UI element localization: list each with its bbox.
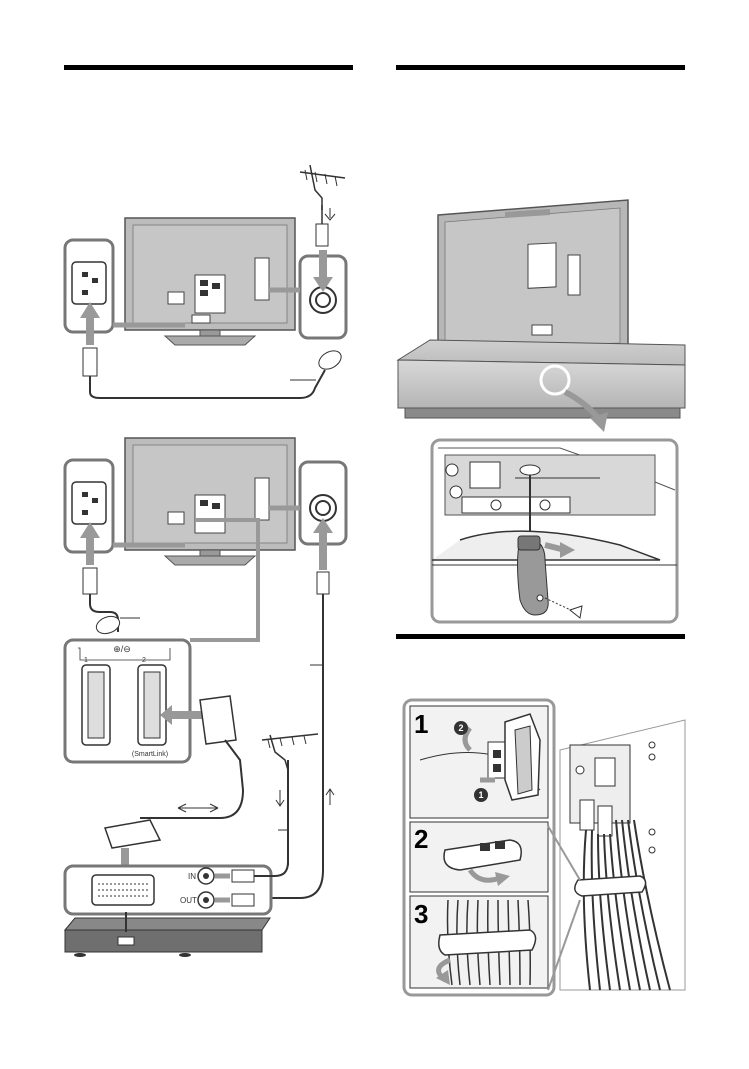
tv-on-stand — [437, 199, 629, 375]
scart-panel: ⊕/⊖ 1 2 (SmartLink) — [63, 518, 260, 764]
tv-back-middle — [124, 437, 296, 566]
step-2-number: 2 — [414, 824, 428, 854]
power-cord-top — [80, 302, 342, 399]
antenna-bottom — [261, 733, 335, 865]
vcr-connector-panel: IN OUT — [63, 760, 289, 916]
scart-socket-2-label: 2 — [142, 657, 146, 664]
tv-stand-cabinet — [396, 339, 686, 432]
antenna-socket-panel-top — [269, 250, 348, 340]
tv-back-cable-bundle — [547, 719, 686, 991]
bidirectional-arrow — [177, 803, 219, 813]
step-1-number: 1 — [414, 709, 428, 739]
smartlink-label: (SmartLink) — [132, 751, 168, 758]
strap-detail-panel — [430, 438, 679, 624]
section-rule-right-bottom — [396, 634, 685, 639]
section-rule-right-top — [396, 65, 685, 70]
scart-socket-1-label: 1 — [84, 657, 88, 664]
power-cord-middle — [80, 522, 140, 635]
vcr-device — [63, 912, 271, 957]
cable-clamp-steps-panel: 1 2 1 2 3 — [402, 698, 556, 997]
scart-header-label: ⊕/⊖ — [113, 644, 131, 654]
mains-socket-panel-middle — [63, 458, 185, 554]
in-label: IN — [188, 872, 196, 881]
scart-plug-top — [140, 695, 245, 819]
step-1-sub-b: 1 — [478, 790, 483, 800]
antenna-socket-panel-middle — [260, 460, 348, 899]
section-rule-left — [64, 65, 353, 70]
tv-back-top — [124, 217, 296, 346]
out-label: OUT — [180, 896, 197, 905]
step-3-number: 3 — [414, 899, 428, 929]
step-1-sub-a: 2 — [458, 723, 463, 733]
antenna-top — [299, 164, 346, 247]
